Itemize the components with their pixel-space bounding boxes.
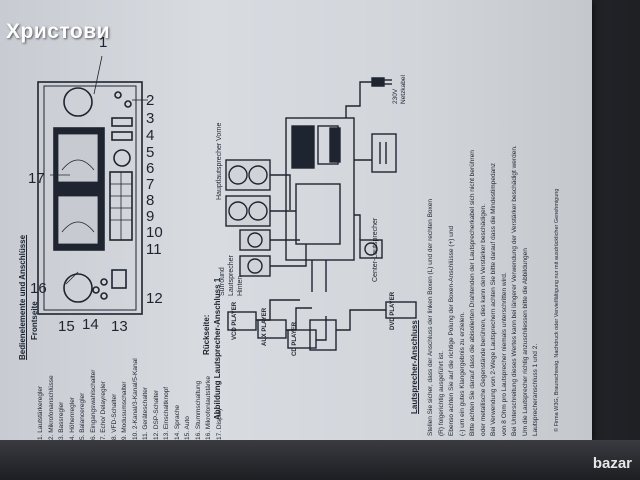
device-dvd: DVD PLAYER: [390, 291, 396, 330]
callout-5: 5: [146, 144, 155, 161]
callout-16: 16: [30, 280, 47, 297]
callout-1: 1: [99, 34, 108, 51]
instruction-line: Bei Unterschreitung dieses Wertes kann b…: [511, 145, 518, 436]
callout-14: 14: [82, 316, 99, 333]
label-voltage: 230V: [392, 88, 399, 104]
callout-4: 4: [146, 127, 155, 144]
label-center: Center-Lautsprecher: [372, 217, 379, 282]
device-vcd: VCD PLAYER: [232, 301, 238, 340]
instruction-line: Lautsprecheranschluss 1 und 2.: [532, 343, 539, 436]
callout-7: 7: [146, 176, 155, 193]
callout-3: 3: [146, 110, 155, 127]
instruction-line: Um die Lautsprecher richtig anzuschliess…: [521, 248, 529, 436]
instruction-line: Ebenso achten Sie auf die richtige Polun…: [448, 225, 455, 436]
connection-bullets: Stellen Sie sicher, dass der Anschluss d…: [426, 145, 542, 436]
callout-6: 6: [146, 160, 155, 177]
device-cd: CD PLAYER: [292, 321, 298, 356]
instruction-line: (R) folgerichtig ausgeführt ist.: [437, 351, 445, 436]
callout-9: 9: [146, 208, 155, 225]
instruction-line: von 8 Ohm pro Lautsprecher niemals unter…: [500, 272, 508, 436]
brand-logo: bazar: [592, 455, 632, 472]
label-hauptlautsprecher: Hauptlautsprecher Vorne: [216, 122, 223, 200]
callout-17: 17: [28, 170, 45, 187]
instruction-line: oder metallische Gegenstände berühren, d…: [479, 204, 487, 436]
label-surround: Surround Lautsprecher Hinten: [219, 255, 244, 296]
instruction-line: Bitte achten Sie darauf dass die abisoli…: [469, 150, 476, 436]
callout-2: 2: [146, 92, 155, 109]
table-edge: [0, 440, 640, 480]
copyright-notice: © Firma W3G, Braunschweig. Nachdruck ode…: [554, 188, 560, 432]
instruction-line: Bei Verwendung von 2-Wege Lautsprechern …: [490, 162, 497, 436]
callout-12: 12: [146, 290, 163, 307]
callout-11: 11: [146, 241, 162, 258]
callout-8: 8: [146, 192, 155, 209]
connection-title: Lautsprecher-Anschluss: [410, 320, 419, 414]
volume-knob: [63, 87, 93, 117]
callout-13: 13: [111, 318, 128, 335]
watermark-text: Христови: [6, 20, 111, 43]
callout-15: 15: [58, 318, 75, 335]
callout-10: 10: [146, 224, 163, 241]
amplifier-back: [285, 117, 355, 261]
amplifier-outline: [37, 81, 143, 315]
device-aux: AUX PLAYER: [262, 307, 268, 346]
mic-volume-knob: [63, 273, 93, 303]
instruction-line: Stellen Sie sicher, dass der Anschluss d…: [427, 198, 434, 436]
instruction-line: (-) um ein gutes Klangergebnis zu erziel…: [458, 312, 466, 436]
label-netzkabel: Netzkabel: [400, 75, 407, 104]
